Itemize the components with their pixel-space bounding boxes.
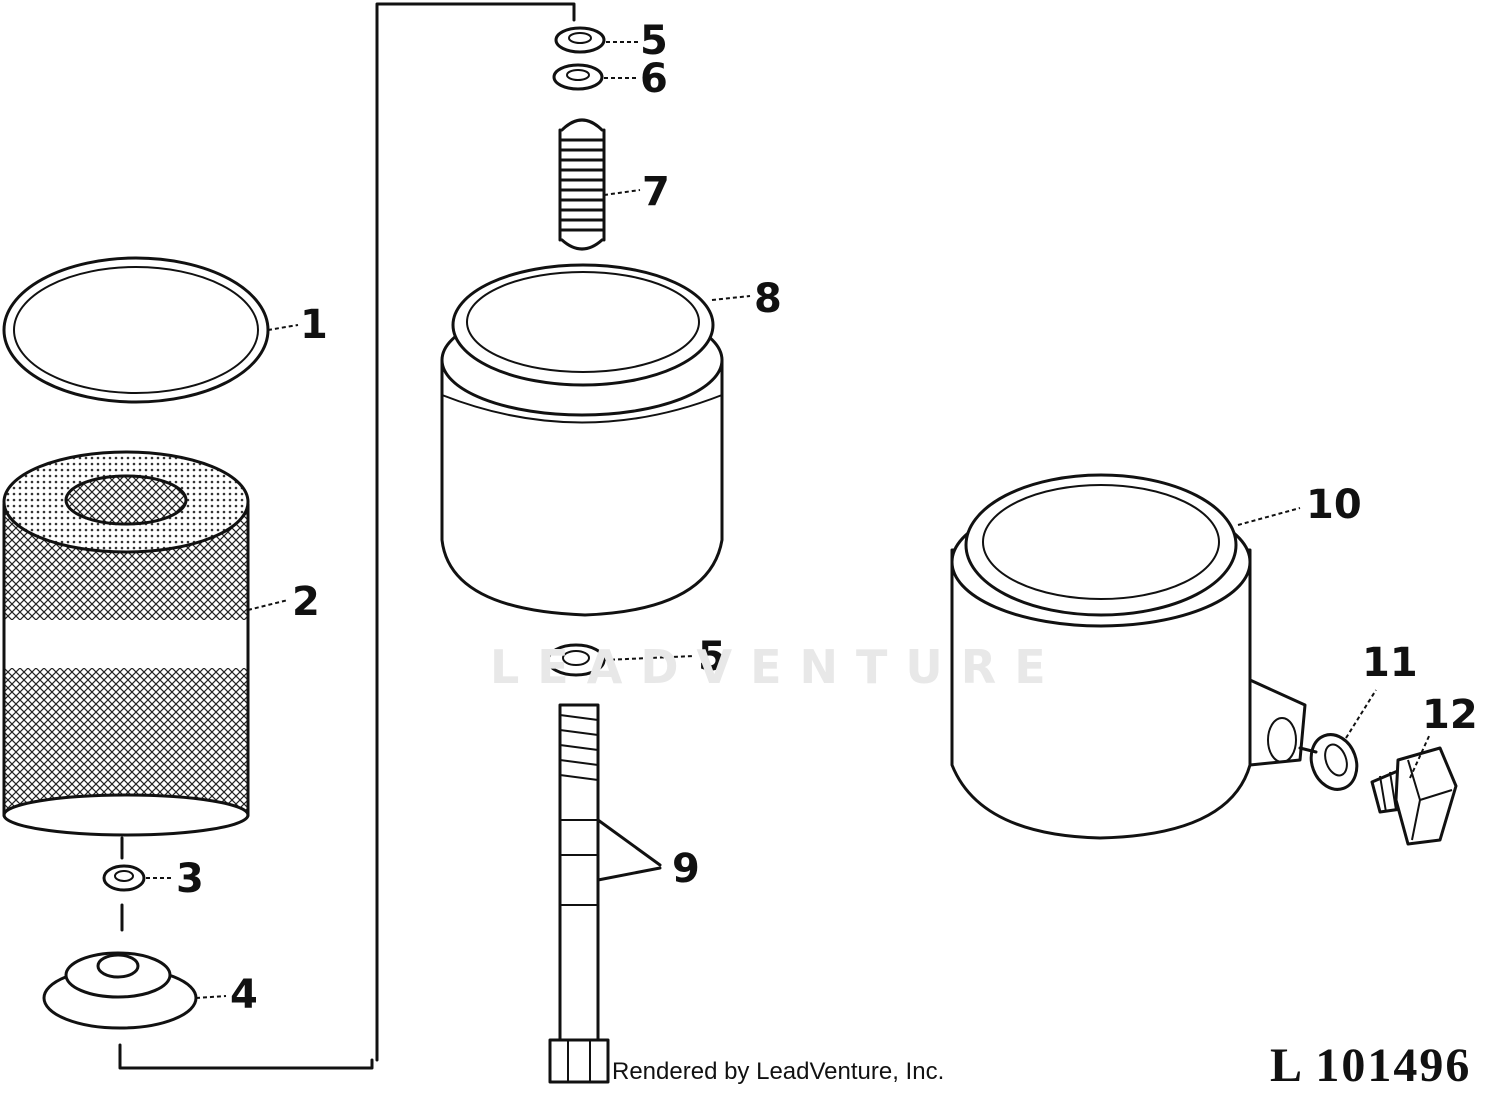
callout-11: 11 bbox=[1362, 640, 1418, 686]
part-6-washer bbox=[552, 63, 638, 91]
part-2-filter-element bbox=[2, 450, 289, 837]
callout-1: 1 bbox=[300, 302, 328, 348]
part-1-o-ring bbox=[2, 256, 299, 404]
part-4-base-plate bbox=[42, 951, 227, 1030]
callout-6: 6 bbox=[640, 56, 668, 102]
callout-4: 4 bbox=[230, 972, 258, 1018]
callout-9: 9 bbox=[672, 846, 700, 892]
bracket-line bbox=[375, 2, 576, 1062]
part-7-spring bbox=[558, 118, 641, 251]
part-11-seal-ring bbox=[1298, 689, 1377, 791]
figure-code: L 101496 bbox=[1270, 1039, 1472, 1092]
part-5-bottom-nut bbox=[546, 643, 695, 677]
callout-3: 3 bbox=[176, 856, 204, 902]
part-5-top-nut bbox=[554, 26, 638, 54]
part-3-washer bbox=[102, 836, 172, 932]
callout-7: 7 bbox=[642, 169, 670, 215]
part-12-drain-plug bbox=[1370, 733, 1458, 846]
callout-5-bottom: 5 bbox=[698, 634, 726, 680]
callout-8: 8 bbox=[754, 276, 782, 322]
callout-10: 10 bbox=[1306, 482, 1362, 528]
callout-12: 12 bbox=[1422, 692, 1478, 738]
part-8-filter-cup bbox=[440, 263, 751, 617]
bracket-line-bottom bbox=[118, 1043, 374, 1070]
part-10-filter-housing bbox=[950, 473, 1307, 840]
watermark-logo: LEADVENTURE bbox=[490, 640, 1064, 694]
part-9-bolt bbox=[548, 703, 662, 1084]
footer-credit: Rendered by LeadVenture, Inc. bbox=[612, 1058, 945, 1085]
callout-5-top: 5 bbox=[640, 18, 668, 64]
callout-2: 2 bbox=[292, 579, 320, 625]
